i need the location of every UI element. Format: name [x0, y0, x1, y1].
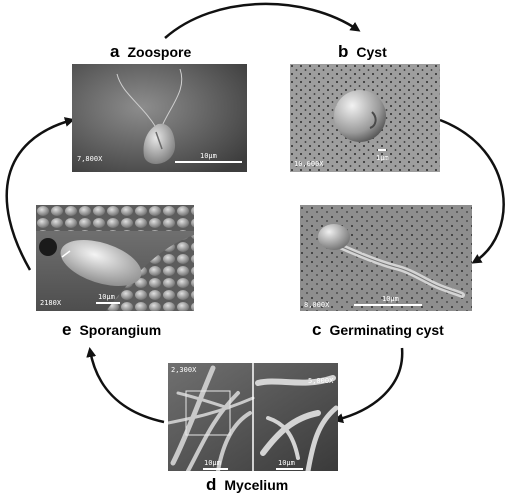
panel-germinating-cyst: 8,000X 10µm — [300, 205, 472, 311]
label-a: a Zoospore — [110, 42, 191, 62]
zoospore-cell — [143, 123, 176, 164]
scale-a: 10µm — [200, 152, 217, 160]
magnification-e: 2180X — [40, 299, 62, 307]
magnification-d-left: 2,300X — [171, 366, 197, 374]
arrow-b-to-c — [439, 118, 505, 264]
arrow-d-to-e — [86, 347, 165, 424]
panel-sporangium: 2180X 10µm — [36, 205, 194, 311]
letter-b: b — [338, 42, 349, 61]
cyst-cell — [334, 90, 386, 142]
name-zoospore: Zoospore — [127, 44, 192, 60]
magnification-d-right: 5,000X — [308, 377, 334, 385]
label-d: d Mycelium — [206, 475, 288, 495]
letter-d: d — [206, 475, 217, 494]
germinating-cyst-cell — [318, 224, 350, 250]
magnification-a: 7,800X — [77, 155, 103, 163]
magnification-b: 10,000X — [294, 160, 324, 168]
label-b: b Cyst — [338, 42, 387, 62]
scale-b: 1µm — [376, 154, 389, 162]
panel-zoospore: 7,800X 10µm — [72, 64, 247, 172]
scale-d-right: 10µm — [278, 459, 295, 467]
label-c: c Germinating cyst — [312, 320, 444, 340]
letter-c: c — [312, 320, 322, 339]
label-e: e Sporangium — [62, 320, 161, 340]
arrow-c-to-d — [333, 347, 404, 424]
scale-e: 10µm — [98, 293, 115, 301]
name-mycelium: Mycelium — [224, 477, 289, 493]
arrow-e-to-a — [5, 117, 75, 271]
sporangium-body — [60, 239, 142, 287]
letter-e: e — [62, 320, 72, 339]
name-cyst: Cyst — [356, 44, 387, 60]
panel-mycelium: 2,300X 5,000X 10µm 10µm — [168, 363, 338, 471]
magnification-c: 8,000X — [304, 301, 330, 309]
letter-a: a — [110, 42, 120, 61]
panel-cyst: 10,000X 1µm — [290, 64, 440, 172]
name-germinating-cyst: Germinating cyst — [329, 322, 444, 338]
name-sporangium: Sporangium — [79, 322, 162, 338]
dark-cell — [39, 238, 57, 256]
scale-c: 10µm — [382, 295, 399, 303]
arrow-a-to-b — [164, 2, 361, 39]
scale-d-left: 10µm — [204, 459, 221, 467]
